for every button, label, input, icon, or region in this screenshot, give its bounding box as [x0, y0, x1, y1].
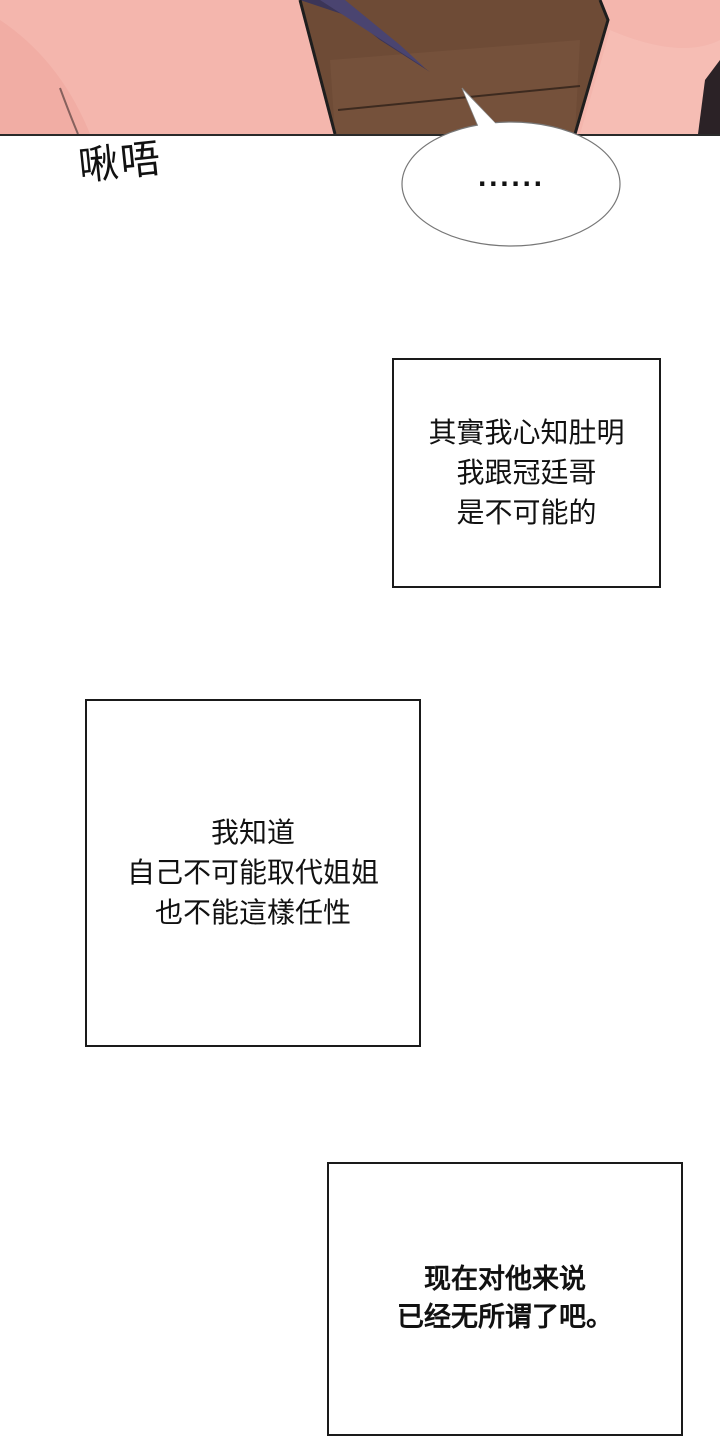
- caption-line: 是不可能的: [456, 496, 597, 529]
- illustration-image: [0, 0, 720, 134]
- caption-line: 已经无所谓了吧。: [397, 1302, 613, 1333]
- caption-line: 其實我心知肚明: [428, 416, 625, 449]
- sound-effect-text: 啾唔: [76, 135, 165, 191]
- caption-box-1: 其實我心知肚明 我跟冠廷哥 是不可能的: [392, 358, 661, 588]
- caption-box-3: 现在对他来说 已经无所谓了吧。: [327, 1162, 683, 1436]
- caption-line: 我知道: [210, 816, 295, 849]
- caption-line: 自己不可能取代姐姐: [126, 856, 379, 889]
- speech-bubble: [401, 87, 621, 247]
- comic-panel-top-illustration: [0, 0, 720, 136]
- caption-line: 现在对他来说: [424, 1264, 586, 1295]
- speech-bubble-text: ······: [477, 170, 545, 198]
- caption-line: 我跟冠廷哥: [456, 456, 597, 489]
- caption-box-2: 我知道 自己不可能取代姐姐 也不能這樣任性: [85, 699, 421, 1047]
- caption-line: 也不能這樣任性: [154, 896, 351, 929]
